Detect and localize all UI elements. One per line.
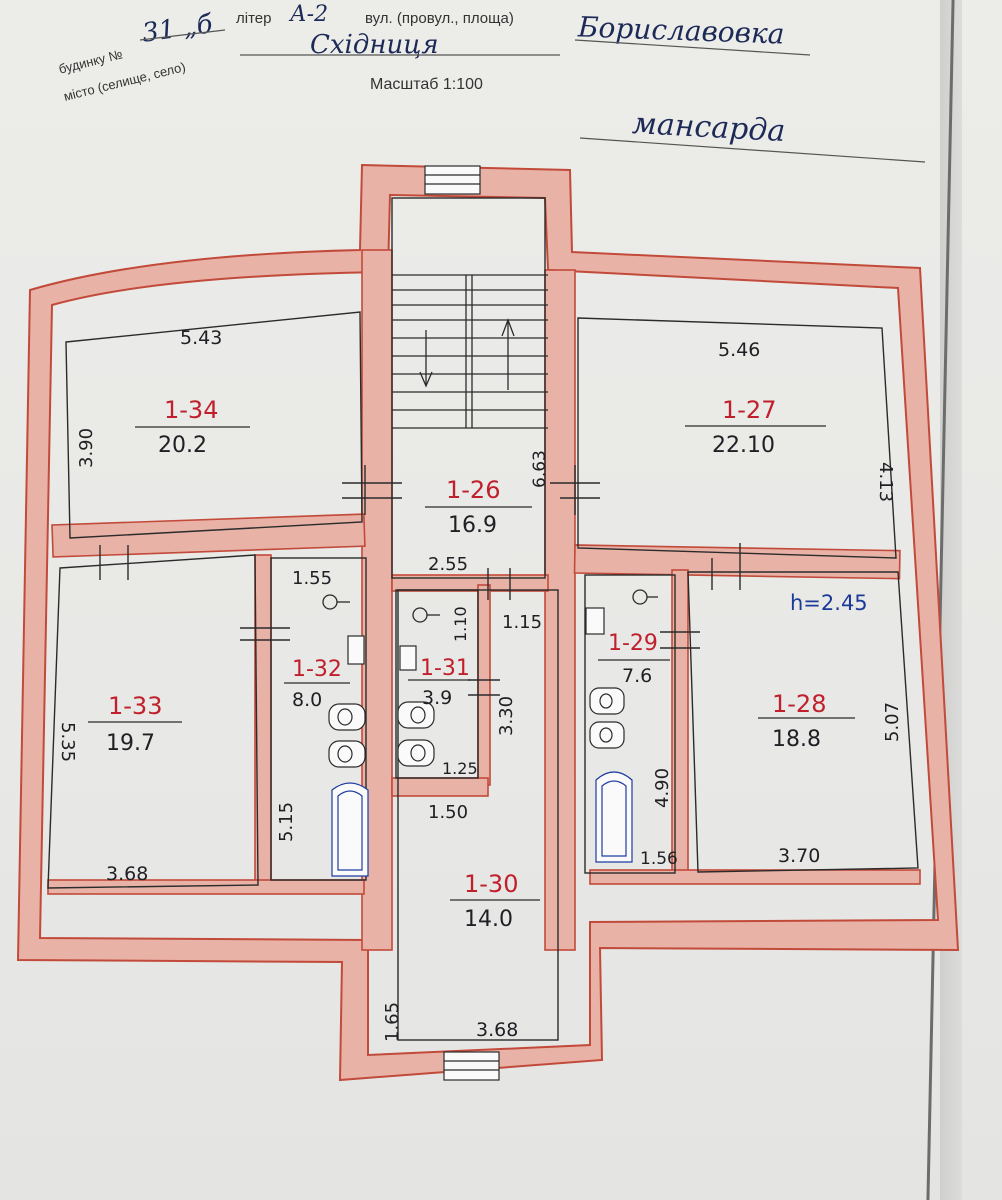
room-1-34-area: 20.2 xyxy=(158,433,207,458)
liter-label: літер xyxy=(236,10,272,27)
room-1-26-area: 16.9 xyxy=(448,513,497,538)
room-1-31-area: 3.9 xyxy=(422,687,452,709)
room-1-27-area: 22.10 xyxy=(712,433,775,458)
dim-1-56: 1.56 xyxy=(640,849,678,869)
dim-6-63: 6.63 xyxy=(530,450,550,488)
room-1-32-area: 8.0 xyxy=(292,689,322,711)
room-1-34-id: 1-34 xyxy=(164,396,218,424)
dim-5-07: 5.07 xyxy=(882,702,903,742)
dim-5-46: 5.46 xyxy=(718,339,760,361)
room-1-28-id: 1-28 xyxy=(772,690,826,718)
dim-5-35: 5.35 xyxy=(57,722,78,762)
ceiling-height-note: h=2.45 xyxy=(790,591,868,615)
room-1-28-area: 18.8 xyxy=(772,727,821,752)
dim-1-25: 1.25 xyxy=(442,759,478,778)
room-1-26-id: 1-26 xyxy=(446,476,500,504)
room-1-29-area: 7.6 xyxy=(622,665,652,687)
dim-3-68-bottom: 3.68 xyxy=(476,1019,518,1041)
dim-1-10: 1.10 xyxy=(451,606,470,642)
dim-4-90: 4.90 xyxy=(652,768,673,808)
room-1-27-id: 1-27 xyxy=(722,396,776,424)
dim-3-90: 3.90 xyxy=(76,428,97,468)
room-1-30-id: 1-30 xyxy=(464,870,518,898)
dim-1-65: 1.65 xyxy=(382,1002,403,1042)
dim-1-55: 1.55 xyxy=(292,568,332,589)
dim-3-68-left: 3.68 xyxy=(106,863,148,885)
room-1-31-id: 1-31 xyxy=(420,656,470,681)
form-lines xyxy=(139,29,926,163)
dim-3-70: 3.70 xyxy=(778,845,820,867)
room-1-33-area: 19.7 xyxy=(106,731,155,756)
staircase xyxy=(392,274,548,429)
dim-5-15: 5.15 xyxy=(276,802,297,842)
dim-2-55: 2.55 xyxy=(428,554,468,575)
dim-5-43: 5.43 xyxy=(180,327,222,349)
room-1-33-id: 1-33 xyxy=(108,692,162,720)
windows xyxy=(424,165,500,1081)
room-label-rules xyxy=(88,425,855,901)
dim-1-50: 1.50 xyxy=(428,802,468,823)
exterior-wall xyxy=(16,163,960,1082)
dim-4-13: 4.13 xyxy=(875,462,896,502)
room-1-32-id: 1-32 xyxy=(292,657,342,682)
door-marks xyxy=(99,465,741,696)
liter-value: А-2 xyxy=(290,2,329,27)
room-1-29-id: 1-29 xyxy=(608,631,658,656)
street-label: вул. (провул., площа) xyxy=(365,10,514,27)
bathroom-fixtures xyxy=(328,607,633,877)
dim-1-15: 1.15 xyxy=(502,612,542,633)
outlet-icons xyxy=(322,589,658,623)
scale-text: Масштаб 1:100 xyxy=(370,76,483,93)
room-1-30-area: 14.0 xyxy=(464,907,513,932)
room-outlines xyxy=(47,197,919,1041)
dim-3-30: 3.30 xyxy=(496,696,517,736)
